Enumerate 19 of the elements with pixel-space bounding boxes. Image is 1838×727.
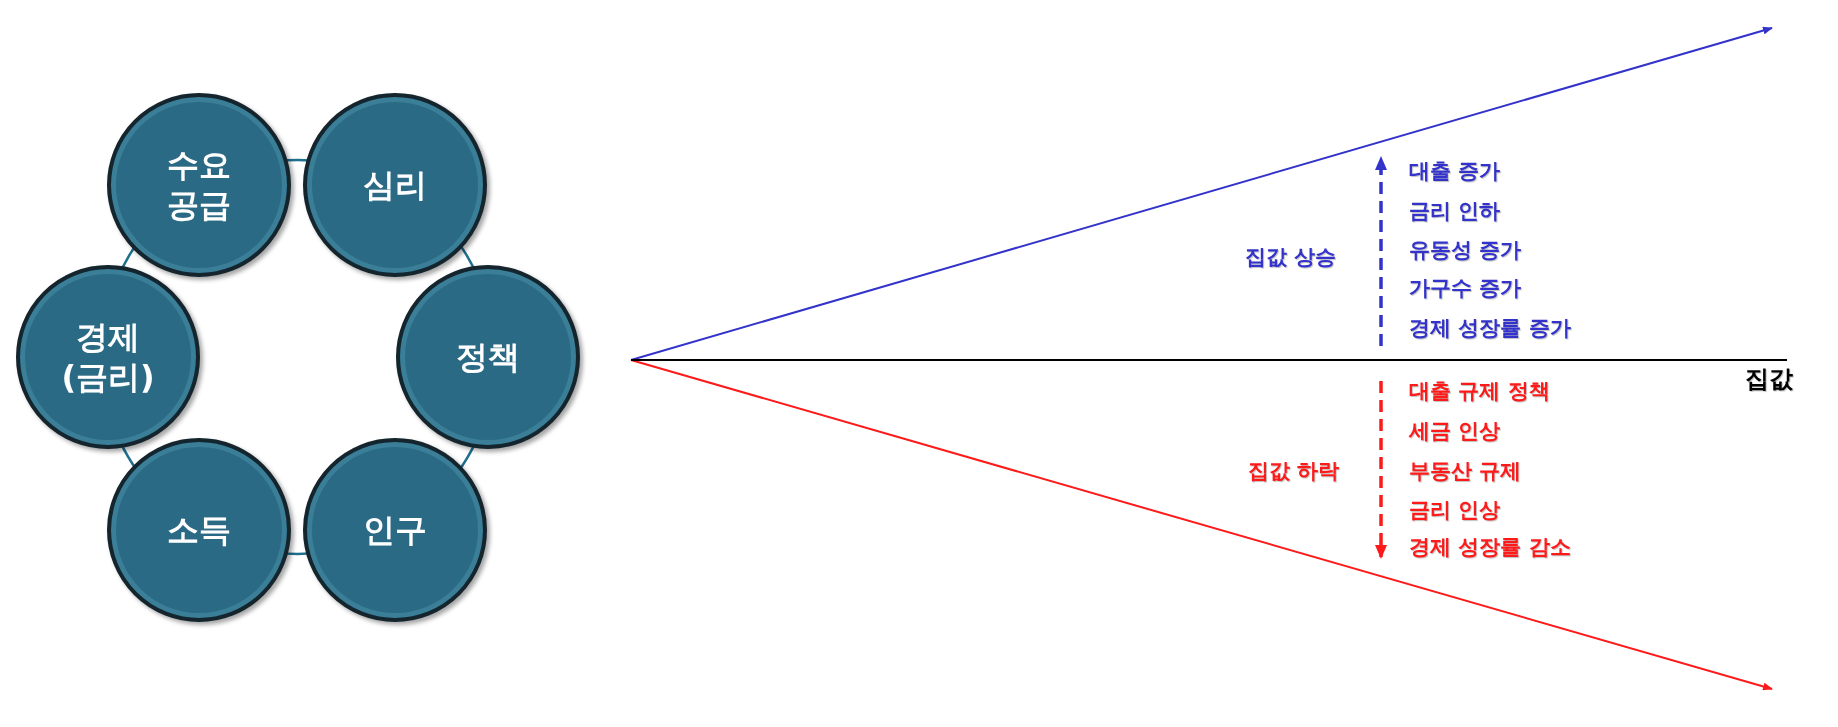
factor-label: 정책 — [455, 337, 521, 377]
cause-text: 경제 성장률 감소 — [1409, 534, 1571, 561]
cause-text: 대출 증가 — [1409, 158, 1501, 185]
cause-text: 경제 성장률 증가 — [1409, 315, 1571, 342]
cause-text: 유동성 증가 — [1409, 237, 1522, 264]
factor-label: 수요 공급 — [166, 145, 232, 225]
cause-text: 세금 인상 — [1409, 418, 1501, 445]
trend-label: 집값 상승 — [1245, 244, 1337, 271]
cause-text: 가구수 증가 — [1409, 275, 1522, 302]
axis-label: 집값 — [1745, 364, 1793, 395]
trend-label: 집값 하락 — [1248, 458, 1340, 485]
factor-label: 심리 — [362, 165, 428, 205]
cause-text: 대출 규제 정책 — [1409, 378, 1550, 405]
factor-label: 인구 — [362, 510, 428, 550]
cause-text: 금리 인하 — [1409, 198, 1501, 225]
cause-text: 금리 인상 — [1409, 497, 1501, 524]
factor-label: 경제 (금리) — [60, 317, 156, 397]
cause-text: 부동산 규제 — [1409, 458, 1522, 485]
factor-label: 소득 — [166, 510, 232, 550]
